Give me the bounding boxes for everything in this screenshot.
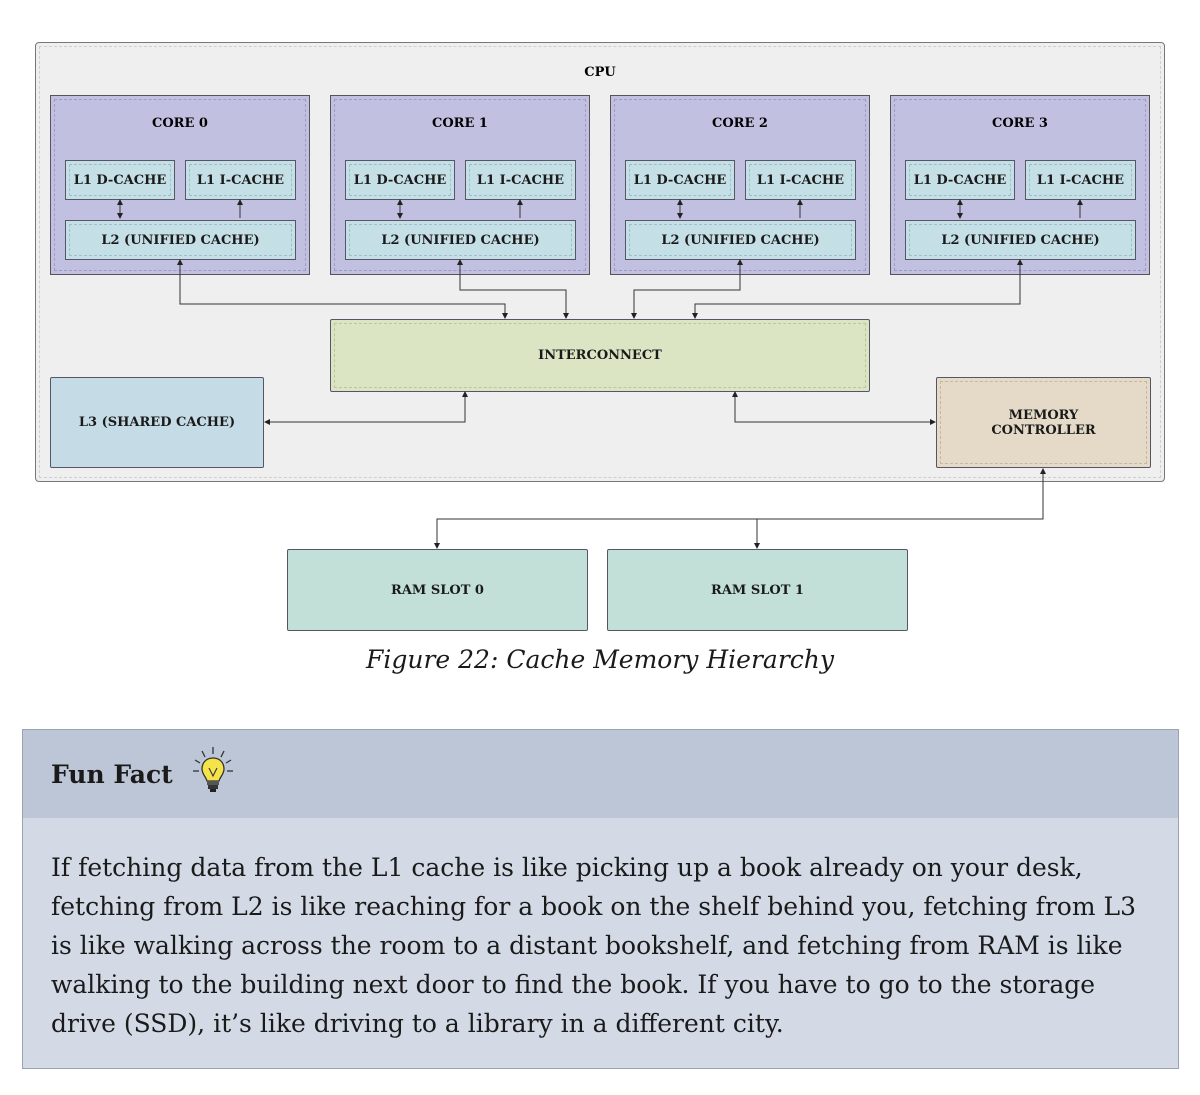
l3-label: L3 (SHARED CACHE)	[78, 415, 236, 430]
l1-d-cache: L1 D-CACHE	[65, 160, 175, 200]
memory-controller: MEMORY CONTROLLER	[936, 377, 1151, 468]
l1-d-cache: L1 D-CACHE	[905, 160, 1015, 200]
l2-unified-cache: L2 (UNIFIED CACHE)	[65, 220, 296, 260]
core-1: CORE 1 L1 D-CACHE L1 I-CACHE L2 (UNIFIED…	[330, 95, 590, 275]
core-label: CORE 3	[992, 116, 1048, 131]
ram-slot-0: RAM SLOT 0	[287, 549, 588, 631]
ram-slot-label: RAM SLOT 1	[711, 582, 804, 598]
fun-fact-title: Fun Fact	[51, 759, 173, 789]
core-label: CORE 0	[152, 116, 208, 131]
l1-i-cache: L1 I-CACHE	[465, 160, 576, 200]
lightbulb-icon	[191, 744, 235, 804]
l3-shared-cache: L3 (SHARED CACHE)	[50, 377, 264, 468]
fun-fact-body: If fetching data from the L1 cache is li…	[51, 853, 1136, 1038]
figure-caption: Figure 22: Cache Memory Hierarchy	[366, 645, 834, 674]
ram-slot-label: RAM SLOT 0	[391, 582, 484, 598]
l2-unified-cache: L2 (UNIFIED CACHE)	[905, 220, 1136, 260]
l2-unified-cache: L2 (UNIFIED CACHE)	[345, 220, 576, 260]
fun-fact-box: Fun Fact If fetching data from	[22, 729, 1179, 1069]
core-label: CORE 2	[712, 116, 768, 131]
fun-fact-header: Fun Fact	[23, 730, 1178, 818]
ram-slot-1: RAM SLOT 1	[607, 549, 908, 631]
core-2: CORE 2 L1 D-CACHE L1 I-CACHE L2 (UNIFIED…	[610, 95, 870, 275]
l1-i-cache: L1 I-CACHE	[1025, 160, 1136, 200]
core-3: CORE 3 L1 D-CACHE L1 I-CACHE L2 (UNIFIED…	[890, 95, 1150, 275]
l1-i-cache: L1 I-CACHE	[745, 160, 856, 200]
l1-i-cache: L1 I-CACHE	[185, 160, 296, 200]
interconnect: INTERCONNECT	[330, 319, 870, 392]
core-label: CORE 1	[432, 116, 488, 131]
cpu-label: CPU	[584, 65, 616, 80]
l1-d-cache: L1 D-CACHE	[345, 160, 455, 200]
